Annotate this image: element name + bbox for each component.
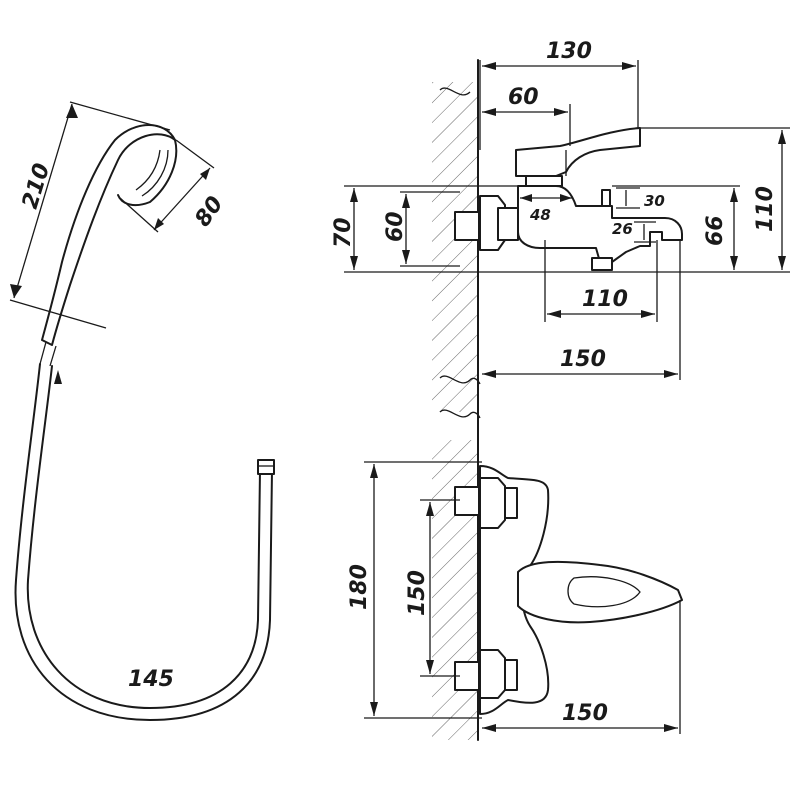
mixer-side-view <box>454 127 683 271</box>
dim-total-height-label: 110 <box>753 186 778 232</box>
top-eccentric-upper <box>454 486 480 516</box>
dim-spout-length-label: 110 <box>582 287 628 312</box>
dim-centre-distance-label: 150 <box>405 570 430 616</box>
top-nut-lower <box>479 649 506 699</box>
side-lever <box>515 127 641 177</box>
dim-spout-offset-label: 48 <box>529 206 551 224</box>
wall-section <box>432 59 481 741</box>
top-lever <box>517 560 683 624</box>
handset-head-face <box>117 139 178 207</box>
dim-body-height-60-label: 60 <box>383 211 408 242</box>
dims-top: 180 150 150 <box>347 461 681 734</box>
dim-body-height-70-label: 70 <box>331 217 356 248</box>
dim-handset-head: 80 <box>119 139 228 233</box>
dim-handset-length-label: 210 <box>18 161 55 212</box>
hand-shower <box>39 124 178 367</box>
dim-spout-66-label: 66 <box>703 215 728 246</box>
side-eccentric <box>454 211 480 241</box>
dim-mount-height-label: 180 <box>347 564 372 610</box>
handset-head-spray <box>141 149 169 197</box>
dim-total-depth-label: 130 <box>546 39 592 64</box>
side-diverter <box>591 257 613 271</box>
dim-spout-reach-label: 150 <box>560 347 606 372</box>
shower-hose <box>14 363 275 721</box>
side-body <box>517 185 683 263</box>
handset-body <box>41 124 176 346</box>
dim-handset-head-label: 80 <box>190 192 228 231</box>
mixer-top-view <box>454 465 683 715</box>
hose-nut <box>257 459 275 475</box>
dim-hose-length-label: 145 <box>128 667 174 692</box>
dims-side: 130 60 70 60 48 30 <box>331 39 790 380</box>
top-nut-upper <box>479 477 506 529</box>
dim-lever-depth-label: 60 <box>508 85 539 110</box>
dim-spout-26-label: 26 <box>612 220 633 238</box>
dim-handset-length: 210 <box>9 101 171 329</box>
dim-front-depth-label: 150 <box>562 701 608 726</box>
dim-spout-30-label: 30 <box>644 192 665 210</box>
